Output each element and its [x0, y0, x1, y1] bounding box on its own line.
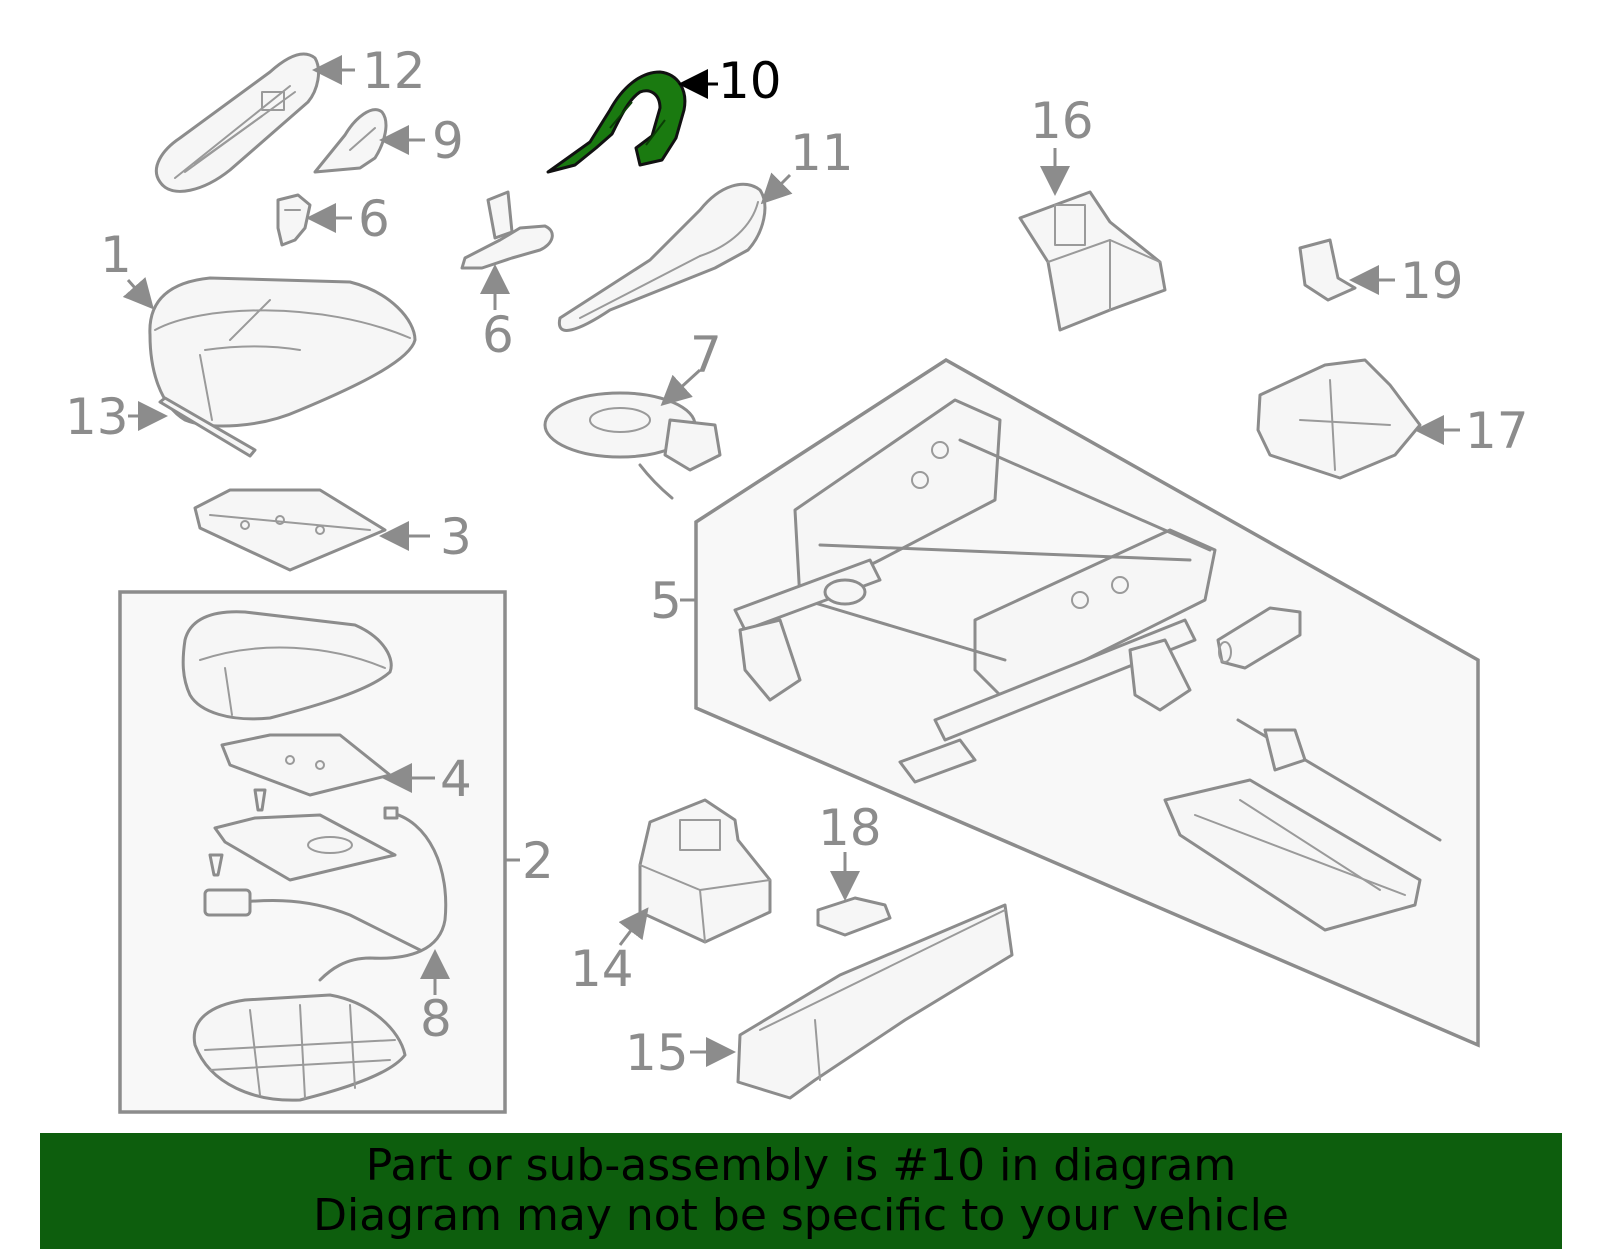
part-5-seat-frame[interactable] — [733, 398, 1217, 784]
part-6-bracket-center[interactable] — [460, 190, 554, 270]
part-15-side-shield[interactable] — [736, 903, 1014, 1100]
part-7-motor-coil[interactable] — [543, 391, 722, 500]
part-17-bracket[interactable] — [1256, 358, 1422, 480]
callout-15: 15 — [625, 1024, 689, 1082]
leader-11 — [760, 172, 793, 205]
callout-18: 18 — [818, 799, 882, 857]
part-12-side-trim[interactable] — [154, 52, 320, 193]
part-5-cable[interactable] — [1236, 718, 1442, 842]
callout-7: 7 — [690, 326, 722, 384]
callout-5: 5 — [650, 572, 682, 630]
callout-19: 19 — [1400, 252, 1464, 310]
part-1-seat-cushion[interactable] — [148, 276, 417, 428]
part-2-lower-pad[interactable] — [208, 788, 397, 882]
part-8-wire-harness[interactable] — [203, 806, 448, 982]
callout-8: 8 — [420, 990, 452, 1048]
leader-14 — [618, 907, 649, 946]
callout-6b: 6 — [482, 306, 514, 364]
callout-1: 1 — [100, 226, 132, 284]
callout-10: 10 — [718, 52, 782, 110]
part-19-cover[interactable] — [1298, 238, 1357, 302]
part-16-bracket[interactable] — [1018, 190, 1167, 332]
callout-17: 17 — [1465, 402, 1529, 460]
part-2-cushion[interactable] — [181, 610, 393, 721]
leader-1 — [122, 277, 154, 310]
info-banner: Part or sub-assembly is #10 in diagram D… — [40, 1133, 1562, 1249]
callout-12: 12 — [362, 42, 426, 100]
callout-14: 14 — [570, 940, 634, 998]
part-5-motor[interactable] — [1216, 606, 1302, 670]
part-5-track[interactable] — [1163, 778, 1422, 932]
part-18-clip[interactable] — [816, 896, 892, 937]
part-9-cover[interactable] — [313, 108, 388, 174]
part-2-base-frame[interactable] — [192, 993, 407, 1102]
part-13-trim-strip[interactable] — [158, 396, 257, 458]
callout-11: 11 — [790, 124, 854, 182]
part-14-module[interactable] — [638, 798, 772, 944]
callout-2: 2 — [522, 832, 554, 890]
part-3-seat-pan[interactable] — [193, 488, 387, 572]
callout-9: 9 — [432, 112, 464, 170]
part-11-side-panel[interactable] — [557, 182, 767, 332]
callout-4: 4 — [440, 750, 472, 808]
part-6-clip-left[interactable] — [276, 193, 312, 247]
callout-3: 3 — [440, 508, 472, 566]
banner-line-1: Part or sub-assembly is #10 in diagram — [365, 1140, 1237, 1191]
leader-7 — [660, 368, 702, 407]
part-10-highlighted-trim[interactable] — [546, 70, 687, 174]
callout-16: 16 — [1030, 92, 1094, 150]
callout-6a: 6 — [358, 190, 390, 248]
banner-line-2: Diagram may not be specific to your vehi… — [313, 1190, 1289, 1241]
callout-13: 13 — [65, 388, 129, 446]
